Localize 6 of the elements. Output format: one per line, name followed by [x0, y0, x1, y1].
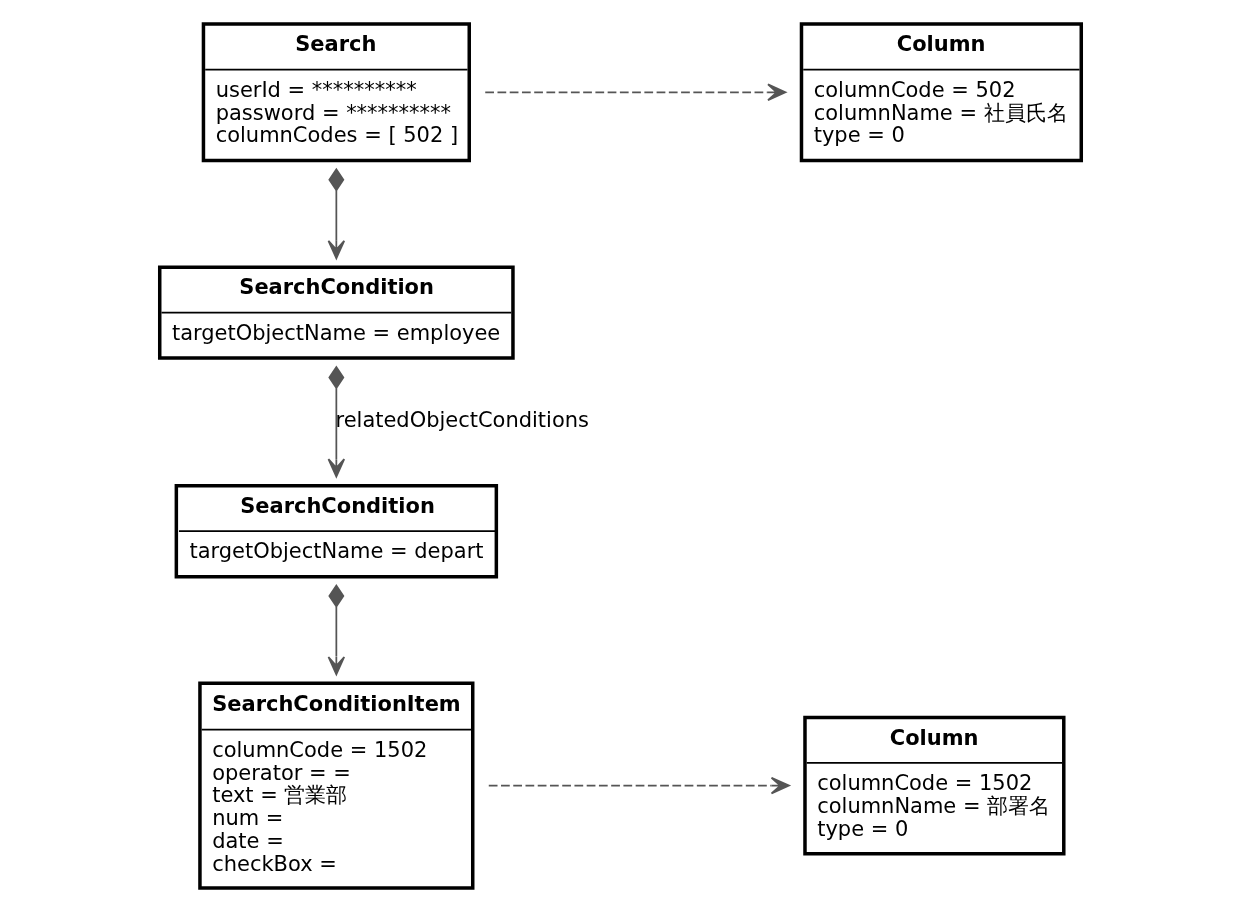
arrow	[487, 776, 790, 795]
edge-label: relatedObjectConditions	[335, 408, 589, 433]
arrow	[327, 167, 346, 260]
arrow	[327, 365, 346, 478]
arrow	[327, 583, 346, 676]
arrow	[484, 83, 787, 102]
